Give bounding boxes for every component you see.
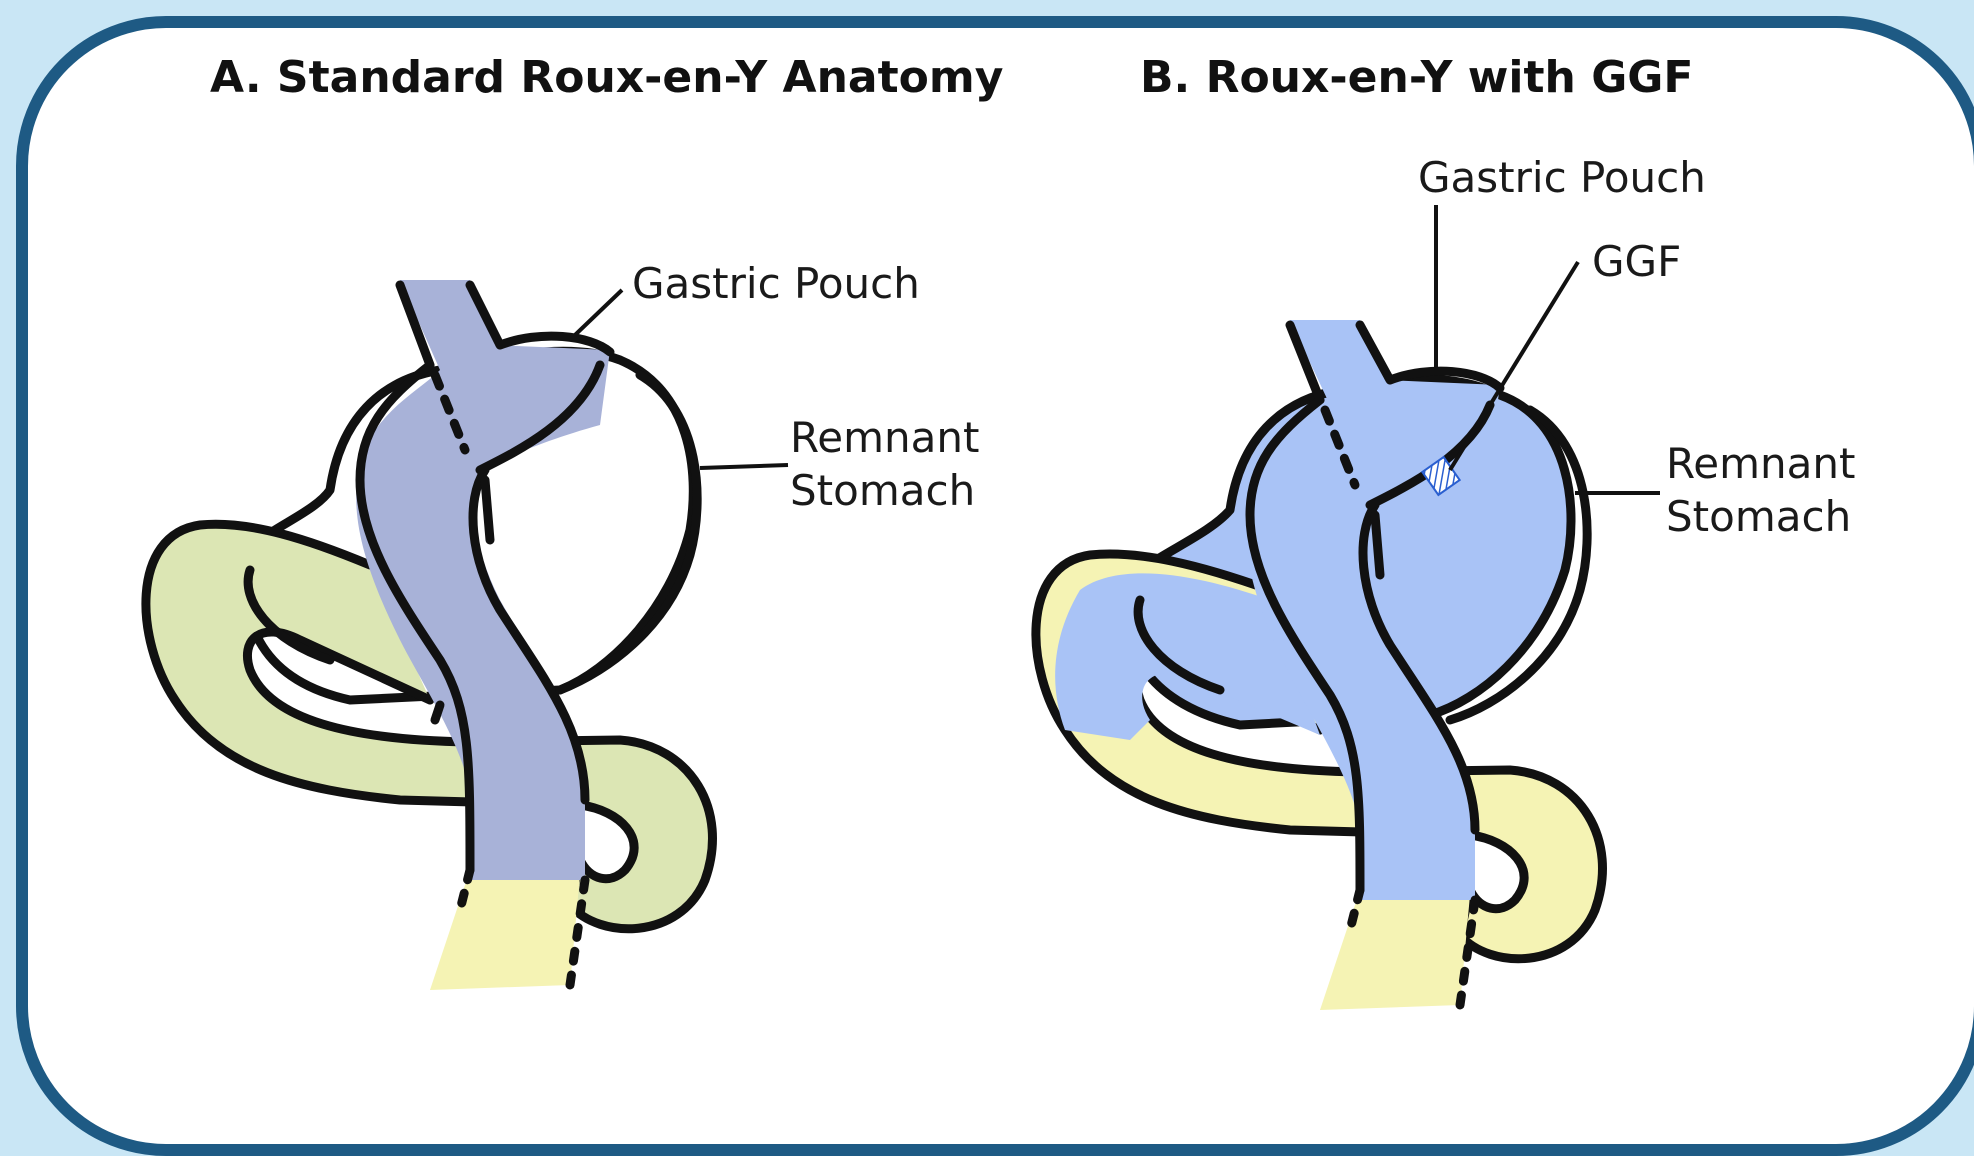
panel-b-common-channel bbox=[1320, 890, 1470, 1010]
panel-a-common-channel bbox=[430, 870, 580, 990]
panel-a-diagram bbox=[146, 280, 713, 990]
panel-b-diagram bbox=[1036, 320, 1603, 1010]
anatomy-diagrams bbox=[0, 0, 1974, 1116]
